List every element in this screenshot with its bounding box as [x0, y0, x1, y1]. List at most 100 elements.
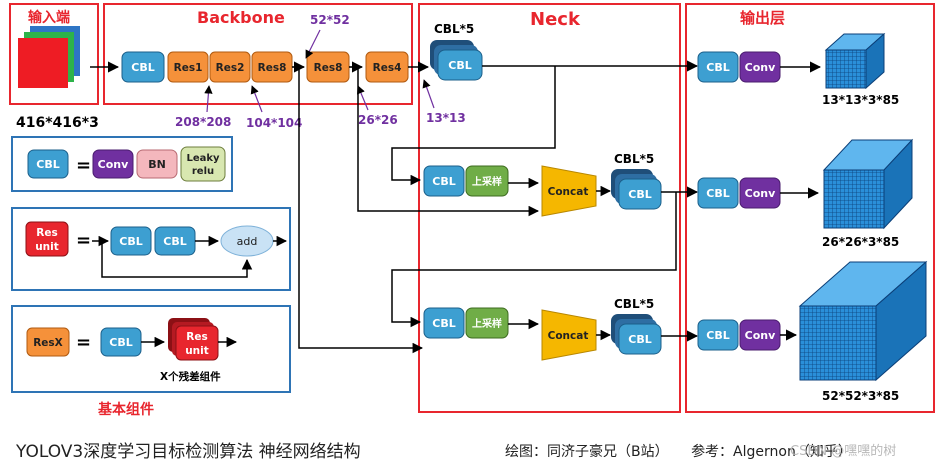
svg-text:CBL: CBL	[628, 188, 651, 201]
out52-cbl-block: CBL	[697, 319, 739, 351]
svg-text:CBL: CBL	[432, 175, 455, 188]
out52-cube-icon	[798, 260, 928, 382]
csdn-watermark: CSDN @嘿嘿的树	[790, 444, 897, 459]
legend-cbl-frame	[11, 136, 233, 192]
size-52-label: 52*52	[310, 13, 350, 27]
svg-text:BN: BN	[148, 158, 166, 171]
neck-bot-concat-trapezoid-icon: Concat	[541, 309, 597, 361]
legend-resunit-block: Res unit	[25, 221, 69, 257]
input-frame	[9, 3, 99, 105]
out13-conv-block: Conv	[739, 51, 781, 83]
svg-text:CBL: CBL	[706, 187, 729, 200]
out52-size-label: 52*52*3*85	[822, 389, 899, 403]
neck-bot-upsample-block: 上采样	[465, 307, 509, 339]
legend-resx-frame	[11, 305, 291, 393]
legend-conv-block: Conv	[92, 149, 134, 179]
legend-resx-caption: X个残差组件	[160, 370, 221, 383]
neck-mid-cbl-block: CBL	[423, 165, 465, 197]
svg-text:CBL: CBL	[448, 59, 471, 72]
res1-block: Res1	[167, 51, 209, 83]
size-208-label: 208*208	[175, 115, 231, 129]
neck-mid-cbl5-stack: CBL	[611, 169, 662, 210]
svg-text:add: add	[237, 235, 258, 248]
svg-text:CBL: CBL	[432, 317, 455, 330]
res2-block: Res2	[209, 51, 251, 83]
out26-conv-block: Conv	[739, 177, 781, 209]
svg-text:CBL: CBL	[36, 158, 59, 171]
output-title: 输出层	[740, 9, 785, 27]
neck-mid-upsample-block: 上采样	[465, 165, 509, 197]
input-title: 输入端	[28, 9, 70, 26]
figure-credit: 绘图：同济子豪兄（B站） 参考：Algernon（知乎）	[505, 441, 870, 461]
legend-resunit-cbl1: CBL	[110, 226, 152, 256]
svg-text:Conv: Conv	[98, 158, 129, 171]
legend-resunit-equals: =	[76, 230, 91, 251]
svg-text:CBL: CBL	[119, 235, 142, 248]
legend-resx-equals: =	[76, 332, 91, 353]
svg-text:Concat: Concat	[548, 186, 589, 198]
svg-text:unit: unit	[185, 345, 209, 357]
svg-text:CBL: CBL	[706, 61, 729, 74]
backbone-cbl-block: CBL	[121, 51, 165, 83]
res8a-block: Res8	[251, 51, 293, 83]
size-104-label: 104*104	[246, 116, 302, 130]
neck-top-cbl5-stack: CBL	[430, 40, 483, 81]
neck-mid-concat-trapezoid-icon: Concat	[541, 165, 597, 217]
backbone-title: Backbone	[197, 8, 285, 27]
svg-text:CBL: CBL	[706, 329, 729, 342]
svg-text:Conv: Conv	[745, 329, 776, 342]
neck-bot-cbl5-label: CBL*5	[614, 297, 654, 311]
svg-text:上采样: 上采样	[472, 317, 502, 330]
legend-cbl-equals: =	[76, 155, 91, 176]
svg-text:Res1: Res1	[174, 62, 203, 74]
out26-cbl-block: CBL	[697, 177, 739, 209]
svg-text:Conv: Conv	[745, 61, 776, 74]
neck-title: Neck	[530, 9, 581, 30]
neck-mid-cbl5-label: CBL*5	[614, 152, 654, 166]
svg-text:Concat: Concat	[548, 330, 589, 342]
svg-text:Res2: Res2	[216, 62, 245, 74]
legend-resx-block: ResX	[26, 327, 70, 357]
res8b-block: Res8	[306, 51, 350, 83]
out13-cube-icon	[824, 32, 886, 90]
svg-text:Res4: Res4	[373, 62, 402, 74]
svg-text:Res8: Res8	[258, 62, 287, 74]
input-size-label: 416*416*3	[16, 115, 99, 131]
credit-drawer: 绘图：同济子豪兄（B站）	[505, 444, 669, 460]
svg-text:unit: unit	[35, 241, 59, 253]
out26-size-label: 26*26*3*85	[822, 235, 899, 249]
figure-caption: YOLOV3深度学习目标检测算法 神经网络结构	[16, 442, 361, 462]
legend-bn-block: BN	[136, 149, 178, 179]
legend-leaky-relu-block: Leaky relu	[180, 146, 226, 182]
out26-cube-icon	[822, 138, 914, 230]
input-image-stack-icon	[18, 26, 80, 88]
res4-block: Res4	[365, 51, 409, 83]
svg-text:Res: Res	[36, 227, 57, 239]
backbone-frame	[103, 3, 413, 105]
legend-resunit-frame	[11, 207, 291, 291]
out52-conv-block: Conv	[739, 319, 781, 351]
svg-text:CBL: CBL	[131, 61, 154, 74]
svg-text:CBL: CBL	[109, 336, 132, 349]
size-26-label: 26*26	[358, 113, 398, 127]
neck-bot-cbl5-stack: CBL	[611, 314, 662, 355]
svg-text:relu: relu	[192, 166, 214, 177]
basic-components-title: 基本组件	[98, 401, 154, 418]
legend-resx-cbl: CBL	[100, 327, 142, 357]
legend-resunit-cbl2: CBL	[154, 226, 196, 256]
legend-add-node: add	[220, 225, 274, 257]
size-13-label: 13*13	[426, 111, 466, 125]
neck-bot-cbl-block: CBL	[423, 307, 465, 339]
neck-top-cbl5-label: CBL*5	[434, 22, 474, 36]
neck-frame	[418, 3, 681, 413]
svg-text:ResX: ResX	[33, 337, 63, 349]
credit-reference: 参考：Algernon（知乎）	[691, 444, 852, 460]
legend-resx-resunit-stack-icon: Res unit	[168, 318, 219, 361]
svg-text:CBL: CBL	[628, 333, 651, 346]
svg-text:上采样: 上采样	[472, 175, 502, 188]
svg-text:Conv: Conv	[745, 187, 776, 200]
out13-size-label: 13*13*3*85	[822, 93, 899, 107]
output-frame	[685, 3, 935, 413]
legend-cbl-block: CBL	[27, 149, 69, 179]
